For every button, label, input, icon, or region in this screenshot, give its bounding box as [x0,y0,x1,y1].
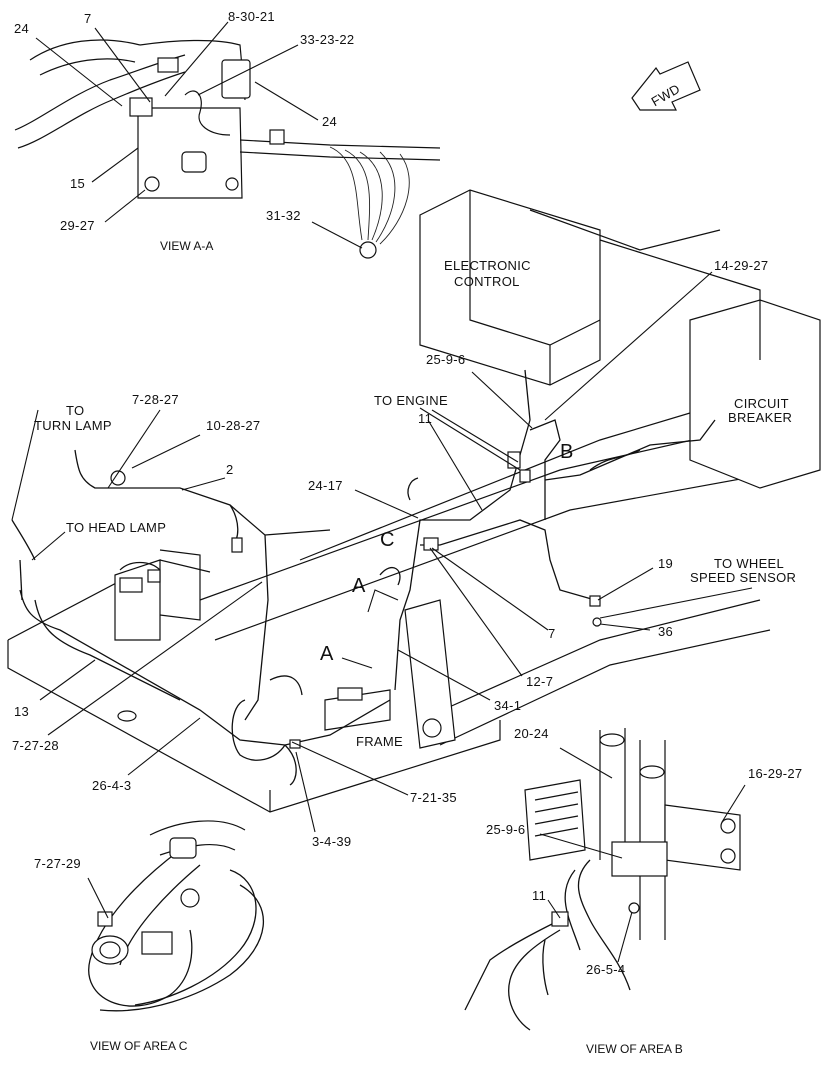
section-letter-c: C [380,529,394,551]
section-letter-a-lower: A [320,643,334,665]
callout-labels: 24 7 8-30-21 33-23-22 24 15 29-27 31-32 … [12,9,802,977]
callout-24-right: 24 [322,114,337,129]
section-letter-a-upper: A [352,575,366,597]
callout-26-4-3: 26-4-3 [92,778,131,793]
electronic-label: ELECTRONIC [444,258,531,273]
callout-7-27-28: 7-27-28 [12,738,59,753]
control-label: CONTROL [454,274,520,289]
callout-7-21-35: 7-21-35 [410,790,457,805]
callout-14-29-27: 14-29-27 [714,258,768,273]
turn-lamp-label: TURN LAMP [34,418,112,433]
frame-label: FRAME [356,734,403,749]
callout-31-32: 31-32 [266,208,301,223]
callout-8-30-21: 8-30-21 [228,9,275,24]
callout-34-1: 34-1 [494,698,521,713]
to-wheel-label: TO WHEEL [714,556,784,571]
main-frame-illustration [7,189,821,813]
callout-7-27-29: 7-27-29 [34,856,81,871]
callout-10-28-27: 10-28-27 [206,418,260,433]
callout-12-7: 12-7 [526,674,553,689]
callout-15: 15 [70,176,85,191]
callout-2: 2 [226,462,234,477]
forward-arrow-icon: FWD [631,61,701,111]
callout-3-4-39: 3-4-39 [312,834,351,849]
callout-25-9-6-b: 25-9-6 [486,822,525,837]
callout-36: 36 [658,624,673,639]
callout-25-9-6: 25-9-6 [426,352,465,367]
callout-24-top: 24 [14,21,29,36]
callout-11-b: 11 [532,888,546,903]
to-head-lamp-label: TO HEAD LAMP [66,520,166,535]
callout-20-24: 20-24 [514,726,549,741]
callout-7-mid: 7 [548,626,556,641]
callout-33-23-22: 33-23-22 [300,32,354,47]
callout-26-5-4: 26-5-4 [586,962,625,977]
area-b-illustration [464,728,741,1031]
view-titles: VIEW A-A VIEW OF AREA C VIEW OF AREA B [90,239,683,1056]
callout-29-27: 29-27 [60,218,95,233]
section-letter-b: B [560,441,573,463]
speed-sensor-label: SPEED SENSOR [690,570,796,585]
area-c-title: VIEW OF AREA C [90,1039,188,1053]
callout-16-29-27: 16-29-27 [748,766,802,781]
callout-13: 13 [14,704,29,719]
breaker-label: BREAKER [728,410,792,425]
descriptive-labels: ELECTRONIC CONTROL CIRCUIT BREAKER TO EN… [34,258,796,749]
view-aa-illustration [14,39,441,259]
callout-19: 19 [658,556,673,571]
leader-lines [11,21,753,963]
callout-24-17: 24-17 [308,478,343,493]
callout-7-28-27: 7-28-27 [132,392,179,407]
area-c-illustration [88,820,264,1012]
area-b-title: VIEW OF AREA B [586,1042,683,1056]
callout-7-top: 7 [84,11,92,26]
callout-11: 11 [418,411,432,426]
to-engine-label: TO ENGINE [374,393,448,408]
circuit-label: CIRCUIT [734,396,789,411]
main-harness-wires [11,369,716,786]
to-label: TO [66,403,84,418]
view-aa-title: VIEW A-A [160,239,213,253]
